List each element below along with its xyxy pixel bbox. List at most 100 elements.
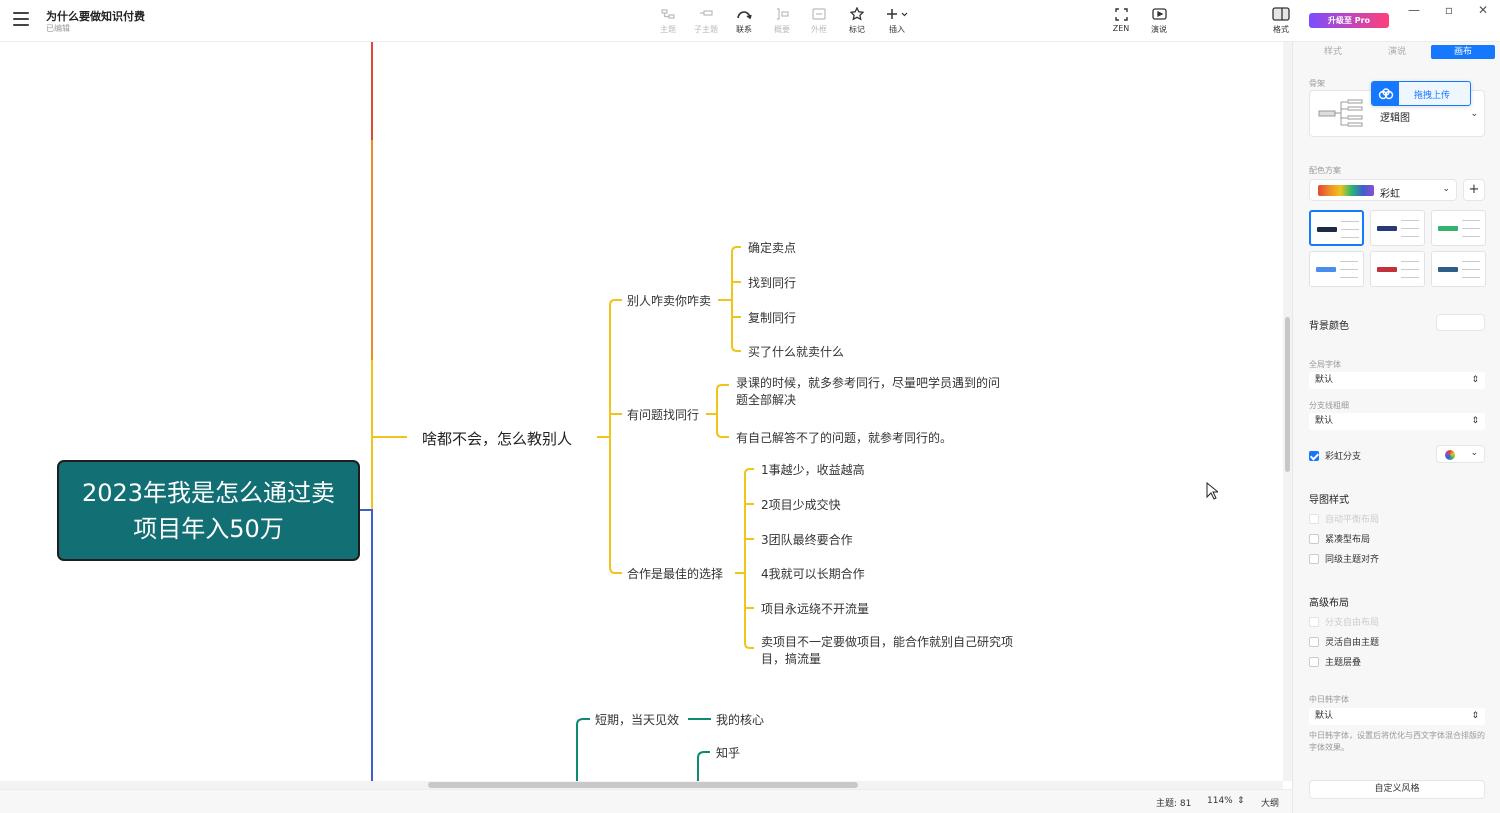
- leaf-topic[interactable]: 卖项目不一定要做项目，能合作就别自己研究项目，搞流量: [761, 635, 1014, 666]
- global-font-label: 全局字体: [1309, 360, 1341, 369]
- close-icon[interactable]: ✕: [1477, 3, 1489, 17]
- top-toolbar: 为什么要做知识付费 已编辑 主题 子主题 联系 概要 外框 标记 插入: [0, 0, 1500, 42]
- color-wheel-icon: [1445, 450, 1455, 460]
- zoom-stepper-icon[interactable]: ⇕: [1237, 796, 1245, 806]
- rainbow-branch-checkbox[interactable]: 彩虹分支: [1309, 449, 1361, 462]
- subtopic-button[interactable]: 子主题: [686, 6, 726, 35]
- chevron-down-icon: ⌄: [1470, 109, 1478, 119]
- drag-upload-tooltip[interactable]: 拖拽上传: [1371, 81, 1471, 106]
- summary-button[interactable]: 概要: [762, 6, 802, 35]
- chevron-down-icon: ⌄: [1470, 448, 1478, 458]
- topic-button[interactable]: 主题: [648, 6, 688, 35]
- branch-width-select[interactable]: 默认⇕: [1309, 413, 1485, 430]
- leaf-topic[interactable]: 4我就可以长期合作: [761, 567, 865, 581]
- stepper-icon: ⇕: [1471, 711, 1479, 721]
- bg-color-label: 背景颜色: [1309, 321, 1349, 332]
- cjk-font-hint: 中日韩字体，设置后将优化与西文字体混合排版的字体效果。: [1309, 731, 1485, 752]
- cjk-font-select[interactable]: 默认⇕: [1309, 708, 1485, 725]
- leaf-topic[interactable]: 有自己解答不了的问题，就参考同行的。: [736, 431, 953, 445]
- branch-topic[interactable]: 有问题找同行: [627, 408, 700, 422]
- branch-topic[interactable]: 别人咋卖你咋卖: [627, 294, 712, 308]
- boundary-button[interactable]: 外框: [799, 6, 839, 35]
- leaf-topic[interactable]: 2项目少成交快: [761, 498, 841, 512]
- topic-overlap-checkbox[interactable]: 主题层叠: [1309, 655, 1361, 668]
- tab-canvas[interactable]: 画布: [1431, 45, 1495, 59]
- outline-button[interactable]: 大纲: [1261, 799, 1280, 809]
- star-icon: [837, 6, 877, 22]
- present-button[interactable]: 演说: [1139, 6, 1179, 35]
- marker-button[interactable]: 标记: [837, 6, 877, 35]
- auto-balance-checkbox[interactable]: 自动平衡布局: [1309, 512, 1379, 525]
- branch-width-label: 分支线粗细: [1309, 401, 1349, 410]
- theme-thumbnail[interactable]: [1370, 210, 1425, 246]
- topic-icon: [648, 6, 688, 22]
- subtopic-icon: [686, 6, 726, 22]
- document-title[interactable]: 为什么要做知识付费: [46, 10, 145, 23]
- zen-button[interactable]: ZEN: [1101, 6, 1141, 33]
- logic-chart-icon: [1318, 99, 1363, 127]
- scroll-thumb[interactable]: [1285, 317, 1290, 472]
- color-scheme-label: 配色方案: [1309, 166, 1341, 175]
- leaf-topic[interactable]: 录课的时候，就多参考同行，尽量吧学员遇到的问题全部解决: [736, 376, 1001, 407]
- upgrade-pro-button[interactable]: 升级至 Pro: [1309, 13, 1389, 28]
- cjk-font-label: 中日韩字体: [1309, 695, 1349, 704]
- root-topic[interactable]: 2023年我是怎么通过卖项目年入50万: [57, 460, 360, 561]
- align-siblings-checkbox[interactable]: 同级主题对齐: [1309, 552, 1379, 565]
- document-status: 已编辑: [46, 24, 70, 33]
- main-topic[interactable]: 啥都不会，怎么教别人: [422, 430, 573, 448]
- advanced-layout-title: 高级布局: [1309, 598, 1349, 609]
- theme-thumbnail[interactable]: [1431, 210, 1486, 246]
- flexible-topic-checkbox[interactable]: 灵活自由主题: [1309, 635, 1379, 648]
- minimize-icon[interactable]: —: [1408, 3, 1420, 17]
- scroll-thumb[interactable]: [428, 782, 858, 788]
- bg-color-swatch[interactable]: [1436, 314, 1485, 331]
- panel-icon: [1261, 6, 1301, 22]
- structure-label: 骨架: [1309, 79, 1325, 88]
- theme-thumbnail[interactable]: [1370, 251, 1425, 287]
- global-font-select[interactable]: 默认⇕: [1309, 372, 1485, 389]
- leaf-topic[interactable]: 确定卖点: [748, 241, 797, 255]
- leaf-topic[interactable]: 项目永远绕不开流量: [761, 602, 870, 616]
- theme-thumbnail[interactable]: [1309, 251, 1364, 287]
- relation-button[interactable]: 联系: [724, 6, 764, 35]
- menu-icon[interactable]: [13, 12, 29, 26]
- chevron-down-icon: ⌄: [1442, 184, 1450, 194]
- branch-topic[interactable]: 短期，当天见效: [595, 713, 680, 727]
- insert-button[interactable]: 插入: [877, 6, 917, 35]
- zoom-level[interactable]: 114%: [1207, 796, 1233, 806]
- color-scheme-select[interactable]: 彩虹 ⌄: [1309, 179, 1457, 201]
- leaf-topic[interactable]: 找到同行: [748, 276, 797, 290]
- leaf-topic[interactable]: 3团队最终要合作: [761, 533, 853, 547]
- custom-style-button[interactable]: 自定义风格: [1309, 780, 1485, 799]
- vertical-scrollbar[interactable]: [1283, 42, 1292, 781]
- summary-icon: [762, 6, 802, 22]
- rainbow-color-picker[interactable]: ⌄: [1436, 445, 1485, 463]
- leaf-topic[interactable]: 知乎: [716, 746, 741, 760]
- leaf-topic[interactable]: 复制同行: [748, 311, 797, 325]
- stepper-icon: ⇕: [1471, 375, 1479, 385]
- theme-thumbnail[interactable]: [1309, 210, 1364, 246]
- horizontal-scrollbar[interactable]: [0, 781, 1283, 789]
- stepper-icon: ⇕: [1471, 416, 1479, 426]
- branch-topic[interactable]: 合作是最佳的选择: [627, 567, 724, 581]
- tab-present[interactable]: 演说: [1387, 47, 1406, 57]
- branch-free-layout-checkbox[interactable]: 分支自由布局: [1309, 615, 1379, 628]
- leaf-topic[interactable]: 买了什么就卖什么: [748, 345, 845, 359]
- theme-thumbnail[interactable]: [1431, 251, 1486, 287]
- maximize-icon[interactable]: ▫: [1444, 3, 1454, 17]
- rainbow-swatch: [1318, 185, 1374, 196]
- leaf-topic[interactable]: 我的核心: [716, 713, 765, 727]
- topic-count: 主题: 81: [1156, 799, 1192, 809]
- format-panel-button[interactable]: 格式: [1261, 6, 1301, 35]
- play-icon: [1139, 6, 1179, 22]
- mindmap-canvas[interactable]: 2023年我是怎么通过卖项目年入50万 啥都不会，怎么教别人 别人咋卖你咋卖 确…: [0, 42, 1283, 781]
- compact-layout-checkbox[interactable]: 紧凑型布局: [1309, 532, 1370, 545]
- color-scheme-value: 彩虹: [1380, 189, 1400, 200]
- add-color-scheme-button[interactable]: +: [1463, 179, 1485, 201]
- cloud-icon: [1372, 82, 1399, 105]
- tab-style[interactable]: 样式: [1323, 47, 1342, 57]
- leaf-topic[interactable]: 1事越少，收益越高: [761, 463, 865, 477]
- map-style-title: 导图样式: [1309, 495, 1349, 506]
- branch-lines: [360, 42, 754, 781]
